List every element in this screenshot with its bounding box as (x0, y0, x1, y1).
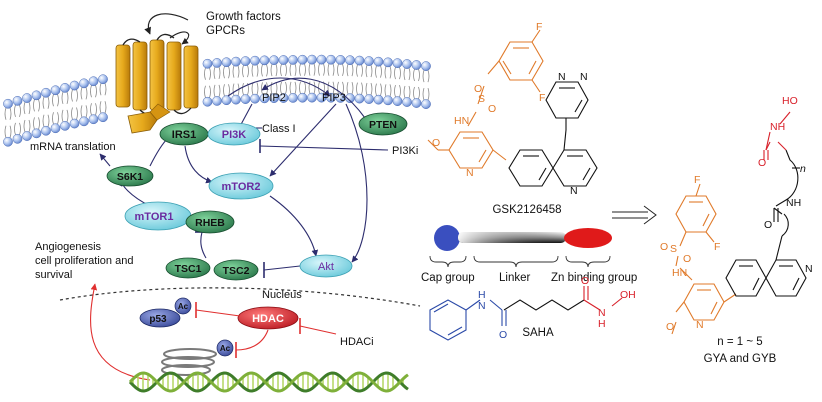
svg-text:HO: HO (782, 95, 798, 107)
pi3ki-label: PI3Ki (392, 145, 418, 157)
hdac-label: HDAC (252, 313, 284, 325)
gsk2126458-structure (427, 29, 598, 187)
angiogenesis-label: Angiogenesis (35, 241, 102, 253)
tsc1-node (165, 257, 211, 279)
zn-binding-label: Zn binding group (551, 272, 637, 284)
rheb-label: RHEB (195, 217, 225, 229)
rheb-node (185, 210, 235, 234)
pi3k-node (207, 122, 261, 146)
pten-node (358, 112, 408, 136)
zn-binding-ellipse (564, 228, 612, 248)
pharmacophore-model (429, 225, 612, 268)
svg-text:N: N (558, 71, 566, 83)
gsk-atom-labels: F F O O S HN O N N N N (432, 21, 588, 197)
cell-proliferation-label: cell proliferation and (35, 255, 133, 267)
svg-text:F: F (694, 174, 700, 186)
mtor2-label: mTOR2 (222, 181, 261, 193)
saha-name: SAHA (522, 327, 554, 339)
gpcr-receptor (115, 13, 199, 134)
svg-text:HN: HN (672, 267, 687, 279)
cap-group-label: Cap group (421, 272, 475, 284)
pi3k-label: PI3K (222, 129, 247, 141)
svg-text:H: H (478, 289, 486, 301)
svg-text:O: O (764, 219, 772, 231)
mrna-translation-label: mRNA translation (30, 141, 116, 153)
gya-atom-labels: F F S O O HN O N N NH O n NH O HO (660, 95, 813, 333)
mtor1-label: mTOR1 (135, 211, 174, 223)
cap-group-sphere (434, 225, 460, 251)
gpcrs-label: GPCRs (206, 25, 245, 37)
svg-text:N: N (570, 185, 578, 197)
svg-text:F: F (539, 92, 545, 104)
mtor2-node (208, 172, 274, 200)
svg-text:O: O (758, 157, 766, 169)
cell-membrane (3, 54, 431, 147)
svg-text:N: N (466, 167, 474, 179)
svg-text:OH: OH (620, 289, 636, 301)
svg-text:N: N (478, 300, 486, 312)
svg-text:O: O (499, 329, 507, 341)
svg-text:S: S (670, 243, 677, 255)
svg-text:N: N (598, 307, 606, 319)
acetyl-2-label: Ac (220, 344, 231, 353)
svg-text:N: N (580, 71, 588, 83)
nuclear-membrane (59, 287, 421, 307)
growth-factors-label: Growth factors (206, 11, 281, 23)
svg-text:N: N (805, 263, 813, 275)
nucleosome-coil (161, 348, 217, 376)
saha-structure (429, 286, 623, 341)
svg-text:O: O (683, 253, 691, 265)
tsc2-label: TSC2 (223, 265, 250, 277)
hdac-node (237, 306, 299, 330)
class-i-label: Class I (262, 123, 296, 135)
svg-text:NH: NH (770, 121, 785, 133)
survival-label: survival (35, 269, 72, 281)
svg-text:O: O (581, 275, 589, 287)
dna-helix (128, 371, 409, 393)
svg-text:O: O (666, 321, 674, 333)
akt-label: Akt (318, 261, 334, 273)
svg-text:O: O (488, 103, 496, 115)
s6k1-node (106, 165, 154, 187)
svg-text:F: F (536, 21, 542, 33)
svg-text:HN: HN (454, 115, 469, 127)
gya-gyb-name: GYA and GYB (704, 353, 777, 365)
hdaci-label: HDACi (340, 336, 374, 348)
p53-label: p53 (149, 314, 167, 325)
pten-label: PTEN (369, 119, 397, 131)
linker-label: Linker (499, 272, 530, 284)
pip3-label: PIP3 (322, 92, 346, 104)
tsc1-label: TSC1 (175, 263, 202, 275)
svg-text:O: O (432, 137, 440, 149)
p53-node (139, 308, 181, 328)
svg-text:S: S (478, 93, 485, 105)
svg-text:NH: NH (786, 197, 801, 209)
irs1-label: IRS1 (172, 129, 196, 141)
svg-text:F: F (714, 241, 720, 253)
akt-node (299, 254, 353, 278)
acetyl-1-label: Ac (178, 302, 189, 311)
svg-text:O: O (474, 83, 482, 95)
saha-atom-labels: H N O O N H OH (478, 275, 636, 341)
tsc2-node (213, 259, 259, 281)
svg-text:n: n (800, 163, 806, 175)
gya-gyb-structure (671, 111, 807, 335)
acetyl-2-node (216, 339, 234, 357)
gya-n-range: n = 1 ~ 5 (717, 336, 762, 348)
s6k1-label: S6K1 (117, 171, 143, 183)
hdac-inhibition (90, 283, 337, 381)
pip2-label: PIP2 (262, 92, 286, 104)
svg-text:H: H (598, 318, 606, 330)
gsk2126458-name: GSK2126458 (492, 204, 561, 216)
nucleus-label: Nucleus (262, 289, 302, 301)
pathway-nodes: IRS1 PI3K PTEN mTOR2 S6K1 mTOR1 RHEB TSC… (106, 112, 408, 281)
acetyl-1-node (174, 297, 192, 315)
svg-text:O: O (660, 241, 668, 253)
svg-text:N: N (696, 319, 704, 331)
implies-arrow (612, 205, 657, 225)
